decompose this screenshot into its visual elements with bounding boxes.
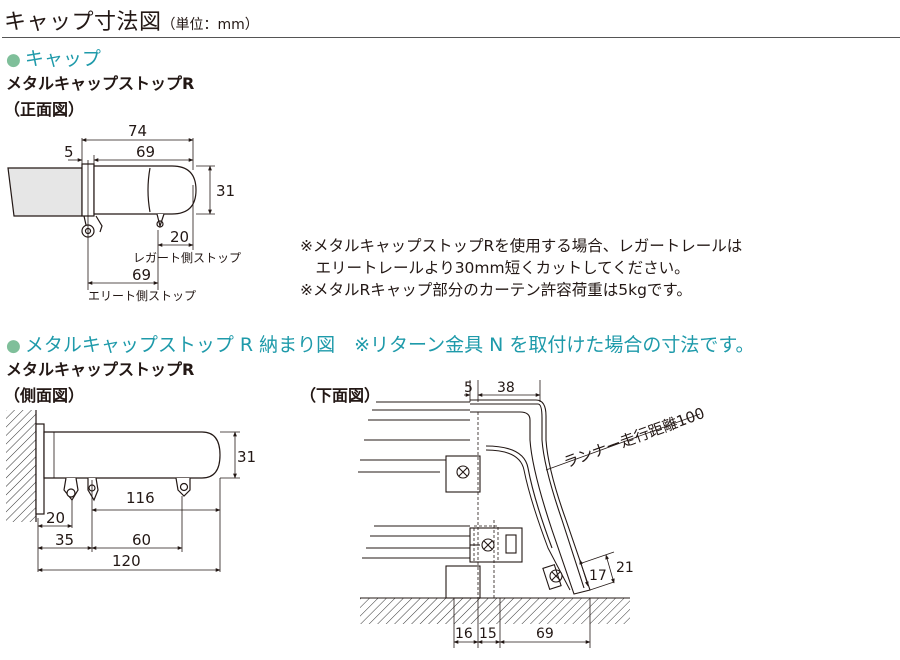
bottom-dim-15: 15: [479, 626, 497, 642]
unit-label: （単位：mm）: [161, 17, 259, 33]
side-dim-31: 31: [237, 448, 256, 466]
notes: ※メタルキャップストップRを使用する場合、レガートレールは エリートレールより3…: [300, 235, 742, 301]
note-line-1: ※メタルキャップストップRを使用する場合、レガートレールは: [300, 237, 743, 255]
bottom-dim-21: 21: [616, 560, 634, 576]
note-line-3: ※メタルRキャップ部分のカーテン許容荷重は5kgです。: [300, 281, 692, 299]
regatto-stop-label: レガート側ストップ: [133, 251, 241, 265]
elite-stop-label: エリート側ストップ: [88, 289, 196, 303]
front-view-label: （正面図）: [4, 100, 85, 119]
front-dim-5: 5: [64, 143, 74, 161]
product-name-1: メタルキャップストップR: [6, 74, 195, 93]
front-dim-69b: 69: [132, 266, 151, 284]
side-view-label: （側面図）: [4, 386, 85, 405]
bottom-dim-38: 38: [497, 380, 515, 396]
section-heading-cap: ●キャップ: [6, 48, 101, 70]
side-dim-35: 35: [55, 531, 74, 549]
bottom-dim-17: 17: [589, 568, 607, 584]
bottom-dim-16: 16: [455, 626, 473, 642]
bottom-view-drawing: [358, 380, 701, 648]
section-heading-install: ●メタルキャップストップ R 納まり図 ※リターン金具 N を取付けた場合の寸法…: [6, 334, 755, 356]
front-view-drawing: [7, 138, 215, 290]
front-dim-74: 74: [128, 122, 147, 140]
bottom-dim-69: 69: [536, 626, 554, 642]
product-name-2: メタルキャップストップR: [6, 360, 195, 379]
front-dim-20: 20: [170, 228, 189, 246]
side-dim-116: 116: [126, 489, 155, 507]
front-dim-69: 69: [136, 143, 155, 161]
bottom-dim-5: 5: [464, 380, 473, 396]
title-divider: [2, 37, 900, 38]
front-dim-31: 31: [216, 182, 235, 200]
side-view-drawing: [6, 410, 240, 572]
runner-travel-label: ランナー走行距離100: [561, 404, 707, 472]
side-dim-60: 60: [132, 531, 151, 549]
side-dim-20: 20: [46, 509, 65, 527]
bullet-icon: ●: [6, 50, 21, 70]
note-line-2: エリートレールより30mm短くカットしてください。: [300, 259, 690, 277]
bullet-icon-2: ●: [6, 336, 21, 356]
bottom-view-label: （下面図）: [300, 386, 381, 405]
page-title: キャップ寸法図（単位：mm）: [4, 10, 259, 35]
side-dim-120: 120: [112, 552, 141, 570]
